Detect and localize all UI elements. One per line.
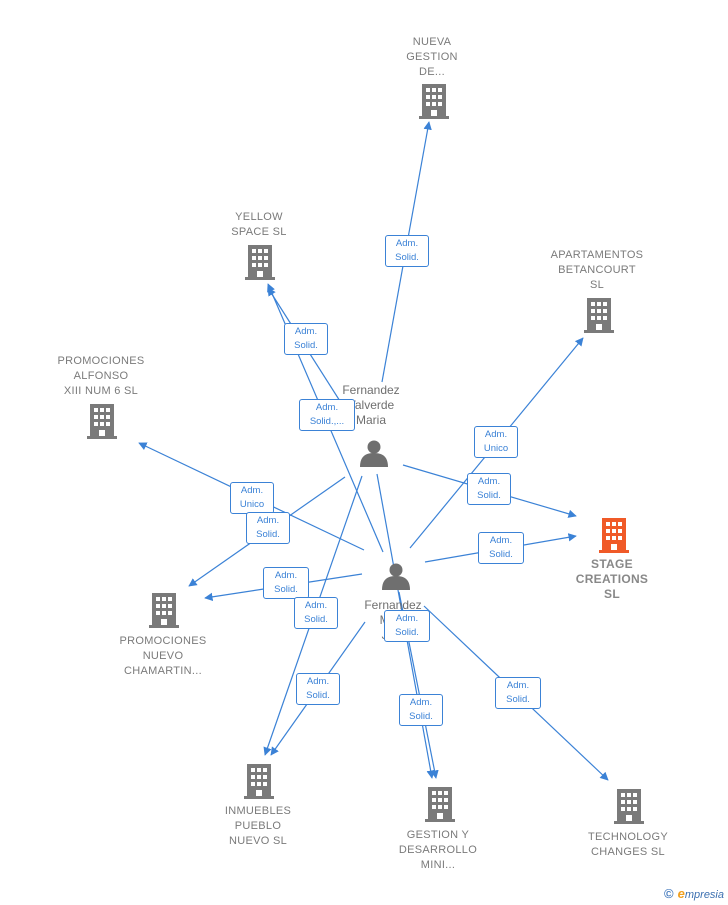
- building-technology-icon[interactable]: [614, 789, 644, 824]
- relation-badge[interactable]: Adm. Solid.: [478, 532, 524, 564]
- relation-badge[interactable]: Adm. Solid.: [246, 512, 290, 544]
- company-label-nueva[interactable]: NUEVA GESTION DE...: [406, 36, 458, 78]
- relation-badge[interactable]: Adm. Solid.: [294, 597, 338, 629]
- building-apartamentos-icon[interactable]: [584, 298, 614, 333]
- relation-badge[interactable]: Adm. Solid.: [263, 567, 309, 599]
- company-label-gestion[interactable]: GESTION Y DESARROLLO MINI...: [398, 829, 478, 871]
- company-label-yellow[interactable]: YELLOW SPACE SL: [231, 211, 287, 238]
- company-label-promonuevo[interactable]: PROMOCIONES NUEVO CHAMARTIN...: [119, 635, 207, 677]
- relation-badge[interactable]: Adm. Unico: [474, 426, 518, 458]
- relation-badge[interactable]: Adm. Solid.: [284, 323, 328, 355]
- relation-badge[interactable]: Adm. Solid.: [495, 677, 541, 709]
- relation-badge[interactable]: Adm. Solid.: [467, 473, 511, 505]
- person-1-icon[interactable]: [360, 440, 388, 468]
- person-2-icon[interactable]: [382, 563, 410, 591]
- brand-name: mpresia: [684, 889, 724, 901]
- building-stage-icon[interactable]: [599, 518, 629, 553]
- copyright-icon: ©: [664, 886, 674, 901]
- relation-badge[interactable]: Adm. Solid.: [385, 235, 429, 267]
- empresia-logo[interactable]: ©empresia: [664, 886, 724, 901]
- building-promonuevo-icon[interactable]: [149, 593, 179, 628]
- building-inmuebles-icon[interactable]: [244, 764, 274, 799]
- building-nueva-icon[interactable]: [419, 84, 449, 119]
- relation-badge[interactable]: Adm. Solid.: [384, 610, 430, 642]
- relation-badge[interactable]: Adm. Solid.,...: [299, 399, 355, 431]
- relation-badge[interactable]: Adm. Unico: [230, 482, 274, 514]
- person-label-1[interactable]: Fernandez Valverde Maria: [342, 383, 400, 427]
- relation-badge[interactable]: Adm. Solid.: [399, 694, 443, 726]
- company-label-apartamentos[interactable]: APARTAMENTOS BETANCOURT SL: [550, 249, 644, 291]
- company-label-technology[interactable]: TECHNOLOGY CHANGES SL: [587, 831, 668, 858]
- company-label-stage[interactable]: STAGE CREATIONS SL: [575, 557, 649, 601]
- building-alfonso-icon[interactable]: [87, 404, 117, 439]
- building-gestion-icon[interactable]: [425, 787, 455, 822]
- brand-initial: e: [677, 886, 685, 901]
- building-yellow-icon[interactable]: [245, 245, 275, 280]
- relation-badge[interactable]: Adm. Solid.: [296, 673, 340, 705]
- company-label-inmuebles[interactable]: INMUEBLES PUEBLO NUEVO SL: [224, 805, 292, 847]
- company-label-alfonso[interactable]: PROMOCIONES ALFONSO XIII NUM 6 SL: [57, 355, 145, 397]
